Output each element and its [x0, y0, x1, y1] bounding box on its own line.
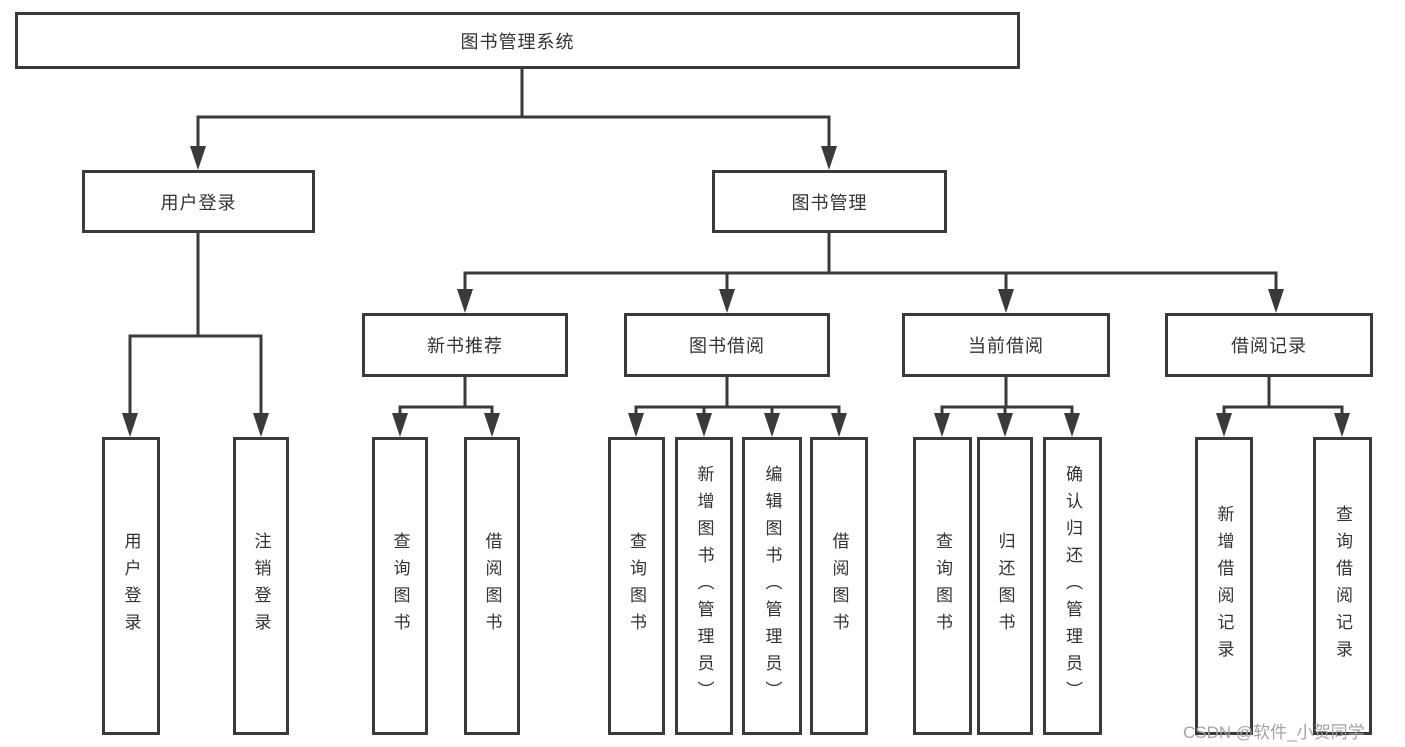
node-leaf-add-borrow-record: 新增借阅记录 — [1195, 437, 1253, 735]
node-label: 查询图书 — [390, 532, 410, 640]
arrowheads — [122, 146, 1350, 437]
node-leaf-borrow-books: 借阅图书 — [810, 437, 868, 735]
node-leaf-add-books-admin: 新增图书（管理员） — [675, 437, 733, 735]
node-label: 归还图书 — [995, 532, 1015, 640]
node-label: 确认归还（管理员） — [1063, 464, 1082, 708]
node-leaf-confirm-return-admin: 确认归还（管理员） — [1043, 437, 1102, 735]
node-label: 用户登录 — [121, 532, 141, 640]
node-label: 图书管理 — [791, 192, 868, 213]
node-label: 借阅图书 — [482, 532, 502, 640]
node-label: 图书管理系统 — [460, 31, 575, 52]
node-label: 编辑图书（管理员） — [762, 464, 782, 708]
node-leaf-query-books-current: 查询图书 — [913, 437, 972, 735]
node-label: 查询借阅记录 — [1333, 505, 1352, 667]
csdn-watermark: CSDN @软件_小贺同学 — [1183, 723, 1365, 742]
node-label: 注销登录 — [251, 532, 271, 640]
node-borrowing-records: 借阅记录 — [1165, 313, 1373, 377]
node-leaf-borrow-books-recommend: 借阅图书 — [464, 437, 520, 735]
node-library-management-system: 图书管理系统 — [15, 12, 1020, 69]
node-leaf-return-books: 归还图书 — [977, 437, 1033, 735]
node-leaf-query-borrow-record: 查询借阅记录 — [1313, 437, 1372, 735]
node-label: 新增借阅记录 — [1214, 505, 1234, 667]
node-label: 查询图书 — [933, 532, 952, 640]
node-label: 用户登录 — [160, 192, 237, 213]
node-new-book-recommend: 新书推荐 — [362, 313, 568, 377]
node-label: 新增图书（管理员） — [694, 464, 714, 708]
node-label: 新书推荐 — [427, 336, 503, 356]
node-label: 借阅记录 — [1231, 336, 1307, 356]
node-leaf-query-books-recommend: 查询图书 — [372, 437, 428, 735]
node-user-login: 用户登录 — [82, 170, 315, 233]
node-leaf-user-login: 用户登录 — [102, 437, 160, 735]
node-label: 当前借阅 — [968, 336, 1044, 356]
node-label: 图书借阅 — [689, 336, 765, 356]
node-book-borrowing: 图书借阅 — [624, 313, 830, 377]
node-leaf-logout: 注销登录 — [233, 437, 289, 735]
node-leaf-edit-books-admin: 编辑图书（管理员） — [742, 437, 802, 735]
node-current-borrowing: 当前借阅 — [902, 313, 1110, 377]
node-book-management: 图书管理 — [712, 170, 947, 233]
node-leaf-query-books-borrow: 查询图书 — [608, 437, 665, 735]
node-label: 查询图书 — [627, 532, 646, 640]
node-label: 借阅图书 — [829, 532, 849, 640]
